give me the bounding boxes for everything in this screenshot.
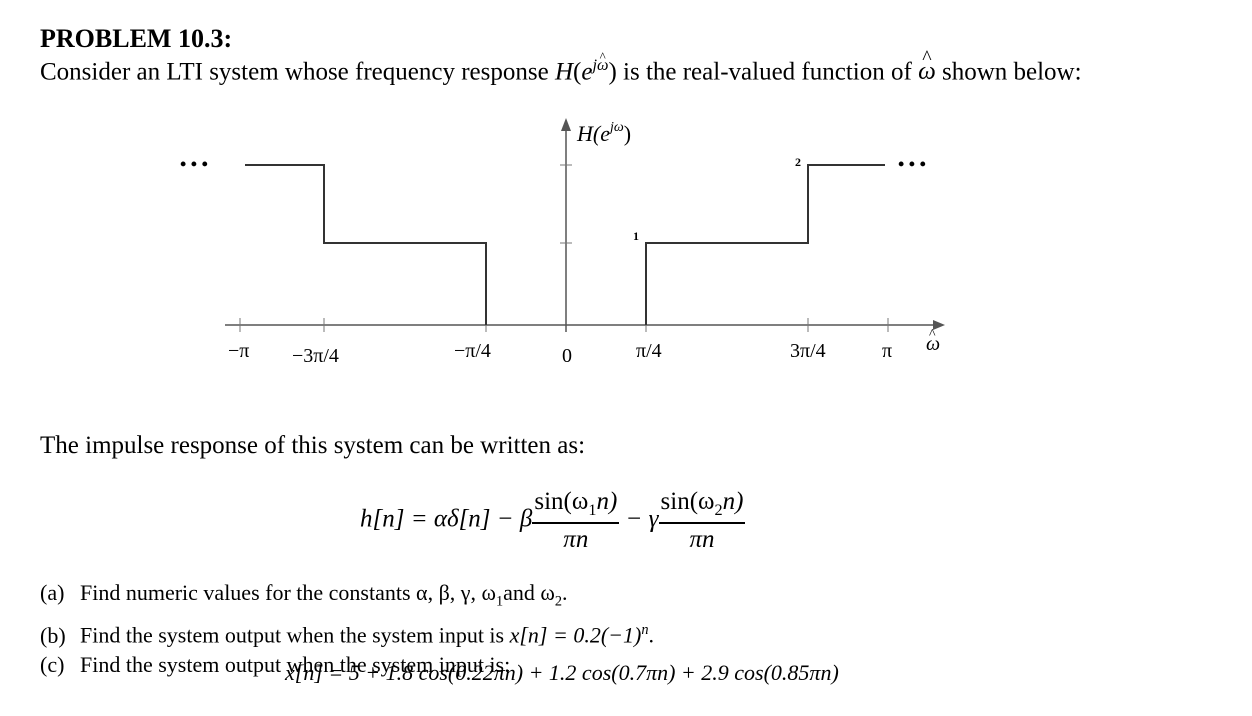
- input-signal-equation: x[n] = 5 + 1.8 cos(0.22πn) + 1.2 cos(0.7…: [285, 660, 839, 685]
- x-axis-label: ω: [926, 333, 940, 355]
- frac-2: sin(ω2n)πn: [658, 488, 746, 553]
- ellipsis-right: • • •: [898, 154, 926, 174]
- level-label-2: 2: [795, 155, 801, 169]
- part-a: (a)Find numeric values for the constants…: [40, 580, 568, 610]
- problem-parts: (a)Find numeric values for the constants…: [40, 578, 654, 679]
- response-curve-left: [245, 164, 487, 325]
- part-b: (b)Find the system output when the syste…: [40, 622, 654, 648]
- intro-e: e: [581, 58, 593, 86]
- part-c: (c)Find the system output when the syste…: [40, 651, 511, 677]
- intro-H: H: [554, 58, 573, 86]
- intro-before: Consider an LTI system whose frequency r…: [40, 58, 555, 86]
- intro-sup-omega: ω: [597, 56, 608, 75]
- intro-end: shown below:: [935, 58, 1082, 86]
- x-tick-label-neg-pi4: −π/4: [454, 340, 491, 362]
- x-axis-label-hat: ^: [929, 327, 936, 342]
- eq-lhs: h[n] = αδ[n] − β: [360, 505, 533, 533]
- x-tick-label-pi: π: [882, 340, 892, 362]
- x-tick-label-3pi4: 3π/4: [790, 340, 826, 362]
- frequency-response-plot: • • • • • • 1 2 H(ejω) ω ^ −π −3π/4 −π/4…: [180, 118, 945, 367]
- x-tick-label-neg-pi: −π: [228, 340, 249, 362]
- x-axis-arrow: [933, 320, 945, 330]
- response-curve-right: [645, 164, 885, 325]
- level-label-1: 1: [633, 229, 639, 243]
- intro-after: is the real-valued function of: [616, 58, 919, 86]
- x-tick-label-zero: 0: [562, 345, 572, 367]
- x-tick-label-neg-3pi4: −3π/4: [292, 345, 339, 367]
- frac-1: sin(ω1n)πn: [532, 488, 620, 553]
- y-axis-label: H(ejω): [576, 120, 631, 146]
- x-tick-label-pi4: π/4: [636, 340, 662, 362]
- problem-intro: Consider an LTI system whose frequency r…: [40, 56, 1082, 86]
- ellipsis-left: • • •: [180, 154, 208, 174]
- intro-omega: ω: [918, 58, 936, 86]
- y-axis-arrow: [561, 118, 571, 131]
- eq-minus-gamma: − γ: [619, 505, 659, 533]
- intro-sup-j: j: [592, 56, 597, 74]
- impulse-sentence: The impulse response of this system can …: [40, 432, 586, 459]
- problem-title: PROBLEM 10.3:: [40, 24, 233, 53]
